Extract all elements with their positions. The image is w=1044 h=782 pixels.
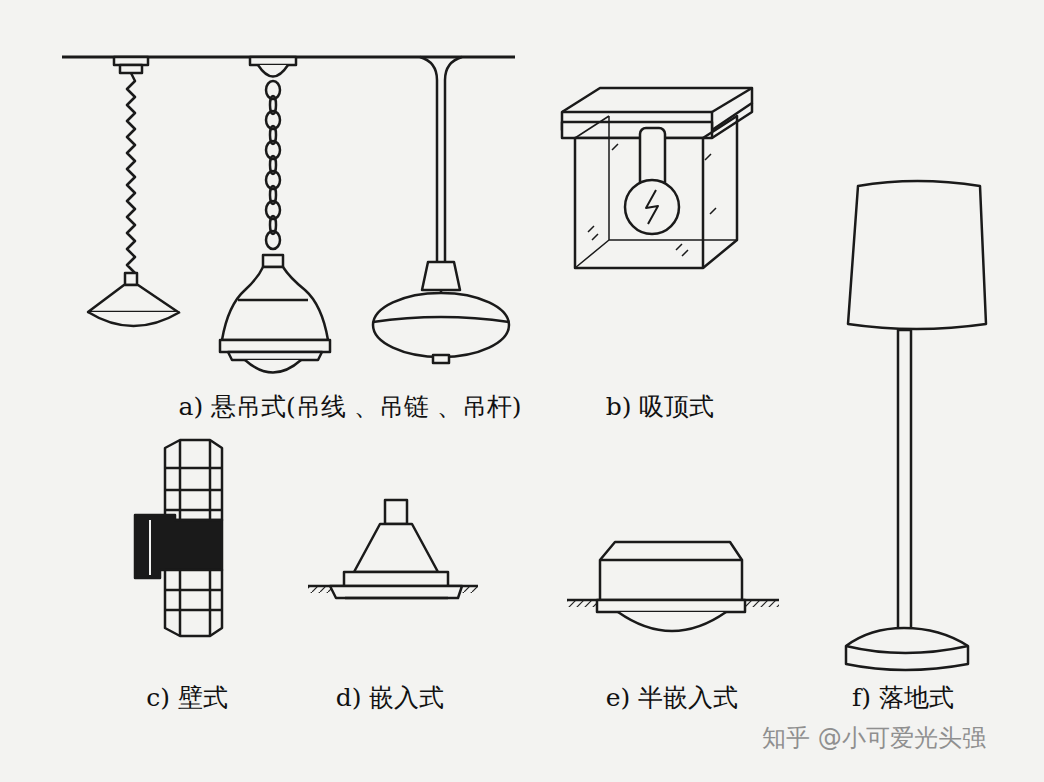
chain-pendant <box>220 57 330 373</box>
caption-label: c) 壁式 <box>146 683 228 713</box>
watermark: 知乎 @小可爱光头强 <box>762 724 986 753</box>
ceiling-lamp <box>562 88 752 268</box>
caption-label: e) 半嵌入式 <box>606 683 739 713</box>
caption-label: a) 悬吊式(吊线 、吊链 、吊杆) <box>178 392 521 422</box>
wall-lamp <box>135 440 222 636</box>
caption-label: f) 落地式 <box>852 683 954 713</box>
cord-pendant <box>88 57 180 326</box>
caption-label: d) 嵌入式 <box>336 683 445 713</box>
twisted-cord <box>127 73 135 273</box>
chain-link <box>266 231 280 249</box>
semi-recessed-lamp <box>567 542 779 631</box>
rod-pendant <box>373 57 509 363</box>
caption-label: b) 吸顶式 <box>606 392 715 422</box>
floor-lamp <box>846 181 986 670</box>
recessed-lamp <box>308 500 478 598</box>
